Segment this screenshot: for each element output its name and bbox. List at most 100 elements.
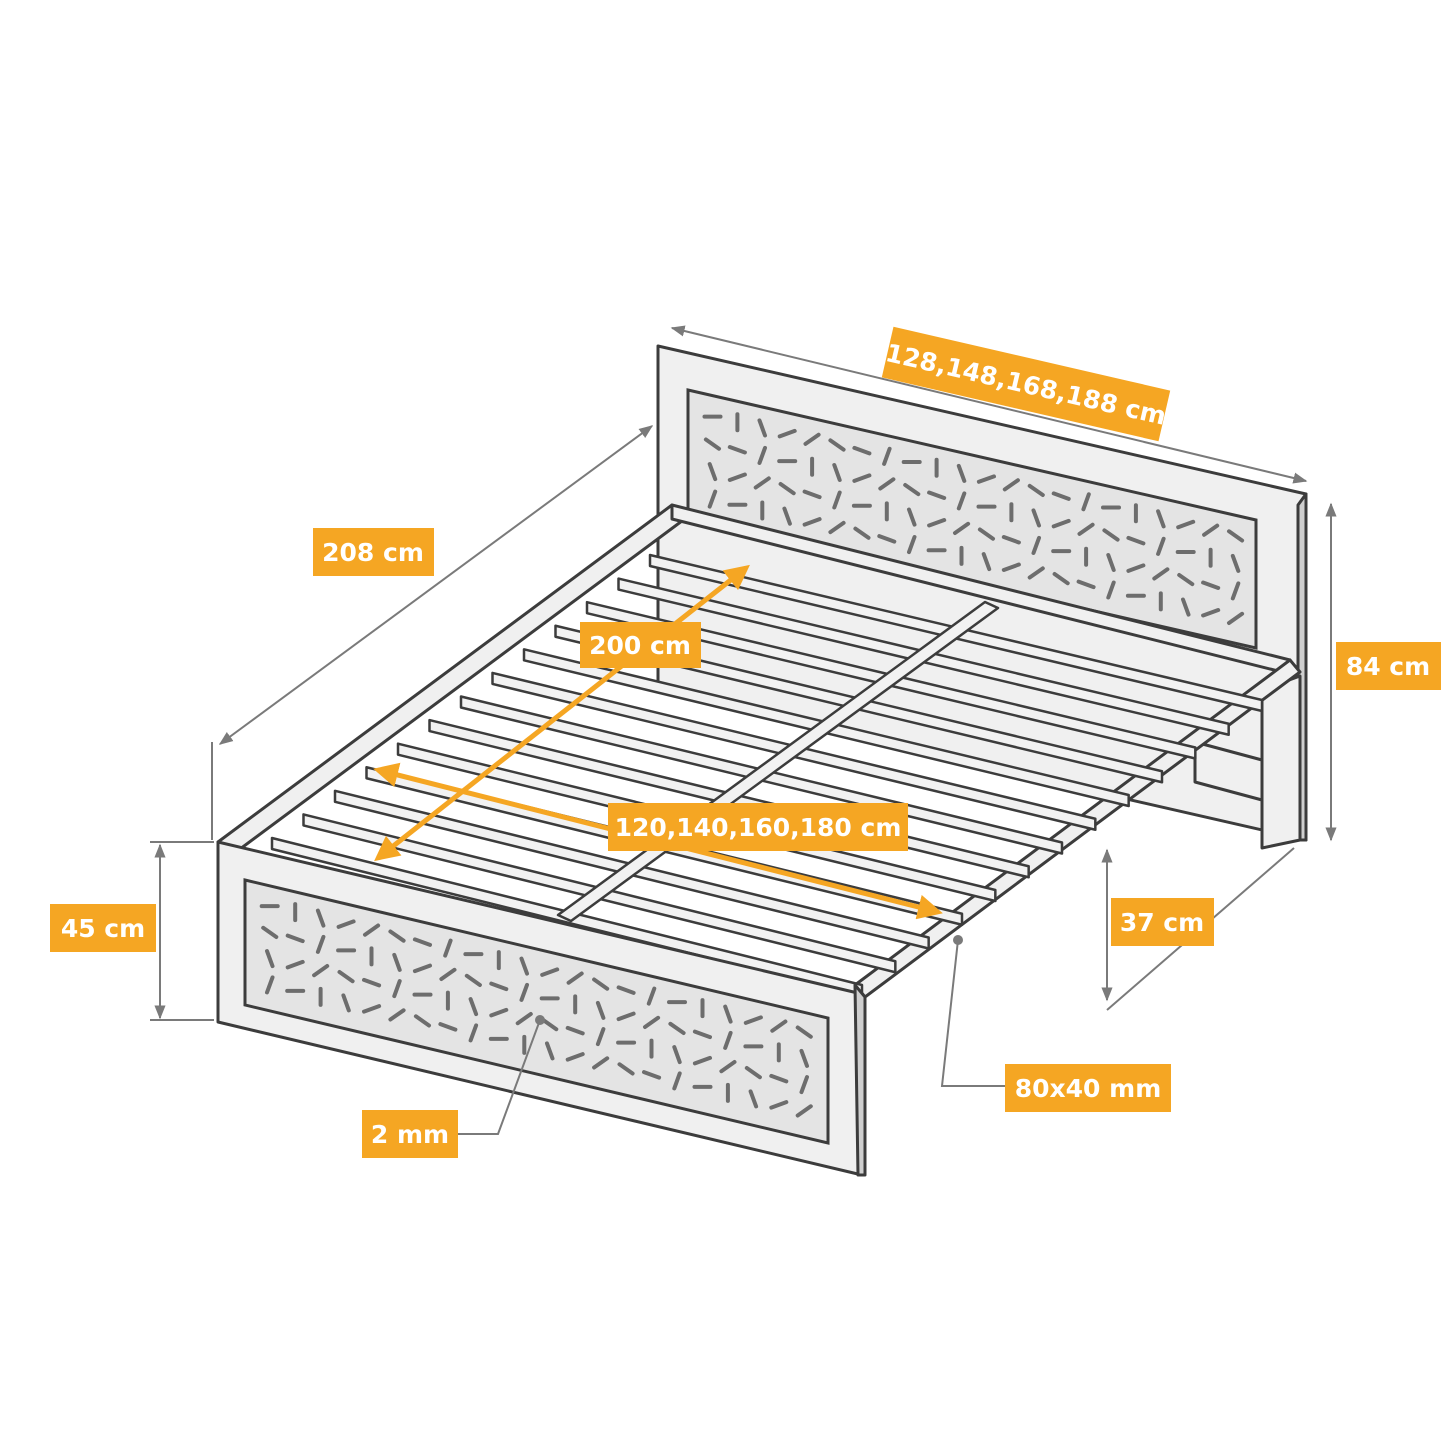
- perforation-slot: [592, 1056, 610, 1070]
- perforation-slot: [1076, 579, 1096, 590]
- perforation-slot: [1181, 597, 1191, 617]
- perforation-slot: [1031, 535, 1041, 555]
- perforation-slot: [828, 520, 846, 535]
- perforation-slot: [956, 491, 967, 511]
- perforation-slot: [1230, 553, 1241, 573]
- perforation-slot: [468, 997, 479, 1017]
- svg-text:80x40 mm: 80x40 mm: [1015, 1074, 1162, 1103]
- label-profile: 80x40 mm: [1005, 1064, 1171, 1112]
- perforation-slot: [413, 1014, 431, 1028]
- perforation-slot: [723, 1004, 733, 1024]
- perforation-slot: [719, 1060, 737, 1074]
- perforation-slot: [927, 518, 947, 528]
- svg-text:2 mm: 2 mm: [371, 1120, 449, 1149]
- perforation-slot: [519, 956, 529, 976]
- perforation-slot: [646, 986, 657, 1006]
- perforation-slot: [672, 1045, 682, 1065]
- perforation-slot: [832, 490, 842, 510]
- perforation-slot: [1201, 608, 1221, 618]
- perforation-slot: [744, 1066, 762, 1080]
- perforation-slot: [1031, 508, 1041, 528]
- perforation-slot: [907, 535, 917, 555]
- perforation-slot: [1227, 529, 1245, 543]
- perforation-slot: [1106, 580, 1116, 600]
- rear-right-leg-bracket: [1193, 740, 1264, 802]
- perforation-slot: [1102, 528, 1120, 542]
- svg-text:45 cm: 45 cm: [61, 914, 145, 943]
- perforation-slot: [707, 489, 718, 509]
- perforation-slot: [265, 975, 275, 995]
- perforation-slot: [388, 929, 406, 943]
- bed-frame: [216, 344, 1308, 1177]
- perforation-slot: [799, 1048, 809, 1068]
- perforation-slot: [953, 521, 971, 535]
- svg-text:200 cm: 200 cm: [589, 631, 691, 660]
- perforation-slot: [802, 489, 822, 500]
- perforation-slot: [468, 1023, 479, 1043]
- perforation-slot: [799, 1075, 809, 1095]
- perforation-slot: [312, 964, 330, 978]
- perforation-slot: [770, 1019, 788, 1033]
- perforation-slot: [668, 1021, 686, 1035]
- rear-right-leg: [1260, 674, 1302, 850]
- perforation-slot: [412, 963, 432, 974]
- perforation-slot: [1227, 611, 1245, 625]
- perforation-slot: [1126, 563, 1146, 573]
- perforation-slot: [977, 527, 995, 541]
- perforation-slot: [1201, 580, 1221, 590]
- perforation-slot: [1156, 536, 1166, 556]
- perforation-slot: [672, 1071, 682, 1091]
- perforation-slot: [1077, 522, 1095, 536]
- perforation-slot: [565, 1025, 585, 1036]
- perforation-slot: [443, 938, 453, 958]
- perforation-slot: [748, 1089, 759, 1109]
- footboard: [216, 840, 867, 1177]
- perforation-slot: [1176, 519, 1196, 530]
- perforation-slot: [616, 985, 636, 995]
- perforation-slot: [285, 933, 305, 944]
- perforation-slot: [692, 1029, 712, 1040]
- perforation-slot: [464, 973, 482, 987]
- sheet-leader-line: [458, 1019, 541, 1135]
- perforation-slot: [489, 981, 509, 992]
- perforation-slot: [1126, 535, 1146, 546]
- perforation-slot: [1202, 523, 1220, 537]
- perforation-slot: [363, 923, 381, 937]
- perforation-slot: [1027, 566, 1045, 580]
- perforation-slot: [341, 993, 351, 1013]
- svg-text:120,140,160,180 cm: 120,140,160,180 cm: [615, 813, 902, 842]
- perforation-slot: [769, 1073, 789, 1084]
- perforation-slot: [439, 967, 457, 981]
- perforation-slot: [412, 937, 432, 947]
- perforation-slot: [541, 1018, 559, 1032]
- label-mattress-length: 200 cm: [580, 622, 701, 668]
- label-frame-length: 208 cm: [313, 528, 434, 576]
- perforation-slot: [643, 1015, 661, 1029]
- label-sheet-thickness: 2 mm: [362, 1110, 458, 1158]
- perforation-slot: [362, 977, 382, 988]
- perforation-slot: [903, 483, 921, 497]
- perforation-slot: [315, 934, 326, 954]
- perforation-slot: [595, 1000, 606, 1020]
- perforation-slot: [515, 1012, 533, 1026]
- label-headboard-height: 84 cm: [1336, 642, 1441, 690]
- perforation-slot: [1052, 572, 1070, 586]
- perforation-slot: [769, 1100, 789, 1110]
- perforation-slot: [1001, 535, 1021, 545]
- svg-text:84 cm: 84 cm: [1346, 652, 1430, 681]
- perforation-slot: [802, 517, 822, 527]
- perforation-slot: [927, 490, 947, 500]
- label-mattress-width: 120,140,160,180 cm: [608, 803, 908, 851]
- perforation-slot: [261, 925, 279, 939]
- perforation-slot: [877, 534, 897, 544]
- footboard-perforated-panel: [243, 878, 830, 1145]
- perforation-slot: [616, 1011, 636, 1022]
- perforation-slot: [438, 1022, 458, 1032]
- perforation-slot: [1051, 491, 1071, 501]
- perforation-slot: [519, 982, 529, 1002]
- perforation-slot: [1106, 553, 1116, 572]
- profile-leader-line: [940, 939, 1005, 1087]
- perforation-slot: [782, 506, 792, 526]
- perforation-slot: [540, 967, 560, 977]
